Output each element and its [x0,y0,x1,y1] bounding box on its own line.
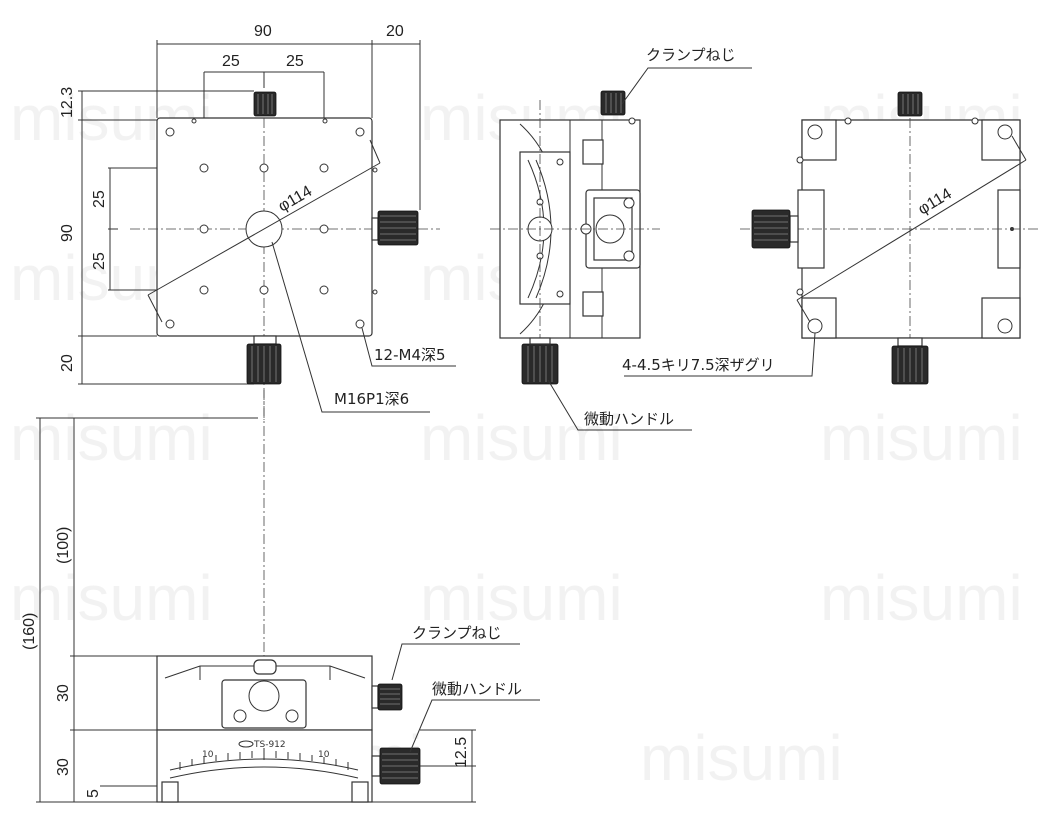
dim-top-width: 90 [254,23,272,40]
watermark: misumi [640,722,843,794]
watermark: misumi [820,562,1023,634]
clamp-knob-bottom-view [897,91,923,117]
dim-left-upper: 25 [91,190,108,208]
scale-right-tick: 10 [318,750,330,760]
label-clamp-screw-top: クランプねじ [646,46,736,64]
dim-top-offset: 12.3 [59,87,76,118]
scale-left-tick: 10 [202,750,214,760]
label-counterbore: 4-4.5キリ7.5深ザグリ [622,356,775,374]
front-view: (160) (100) 30 30 5 10 10 TS-912 [21,390,540,803]
label-clamp-screw-bottom: クランプねじ [412,624,502,642]
side-view-middle: クランプねじ 微動ハンドル [490,46,752,431]
dim-spacing-right: 25 [286,53,304,70]
label-micro-handle-bottom: 微動ハンドル [432,680,522,698]
top-view: 90 20 25 25 12.3 90 25 25 20 [59,23,456,420]
dim-left-lower: 25 [91,252,108,270]
vernier-scale [179,748,349,770]
watermark: misumi [10,402,213,474]
dim-side-base: 5 [85,789,102,798]
dim-spacing-left: 25 [222,53,240,70]
micro-knob-left-view [751,209,791,249]
dim-side-total: (160) [21,613,38,650]
tap-hole-grid [165,118,378,329]
dim-side-knob: 12.5 [453,737,470,768]
dim-side-h2: 30 [55,758,72,776]
dim-left-height: 90 [59,224,76,242]
dim-bottom-offset: 20 [59,354,76,372]
clamp-knob-side [600,90,626,116]
watermark: misumi [420,402,623,474]
watermark: misumi [10,562,213,634]
dim-top-right: 20 [386,23,404,40]
clamp-knob-front [377,683,403,711]
label-tap-holes: 12-M4深5 [374,346,446,364]
label-micro-handle-top: 微動ハンドル [584,410,674,428]
dim-side-h1: 30 [55,684,72,702]
model-badge: TS-912 [253,740,286,750]
dim-side-upper: (100) [55,527,72,564]
label-center-tap: M16P1深6 [334,390,409,408]
watermark: misumi [420,562,623,634]
watermark: misumi [820,402,1023,474]
bottom-view-right: φ114 4-4.5キリ7.5深ザグリ [622,91,1040,385]
clamp-knob-top [253,91,277,117]
